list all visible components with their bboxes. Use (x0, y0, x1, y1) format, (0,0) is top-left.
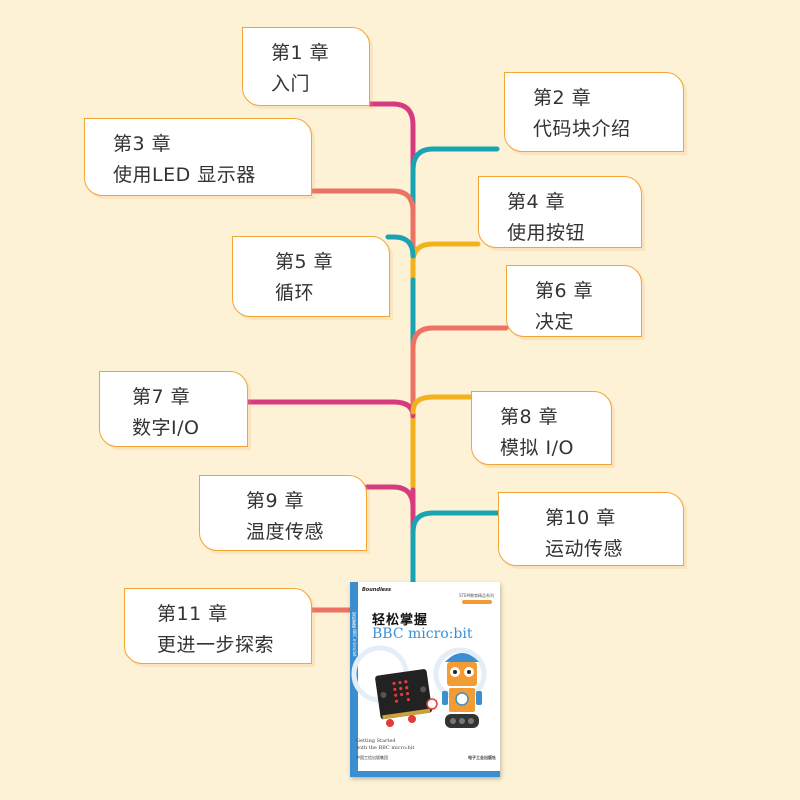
branch-ch7 (248, 402, 413, 416)
chapter-card-4: 第4 章 使用按钮 (478, 176, 642, 248)
red-button-icon (408, 715, 416, 723)
red-button-icon (386, 719, 394, 727)
book-logos: 中国工信出版集团 电子工业出版社 (356, 755, 496, 761)
chapter-title: 模拟 I/O (500, 433, 611, 464)
chapter-number: 第6 章 (535, 276, 641, 307)
chapter-title: 入门 (271, 69, 369, 100)
branch-ch8 (413, 397, 471, 412)
chapter-card-3: 第3 章 使用LED 显示器 (84, 118, 312, 196)
chapter-number: 第7 章 (132, 382, 247, 413)
branch-ch3 (312, 191, 413, 211)
branch-ch9 (367, 487, 413, 507)
chapter-number: 第8 章 (500, 402, 611, 433)
chapter-title: 使用LED 显示器 (113, 160, 311, 191)
chapter-card-5: 第5 章 循环 (232, 236, 390, 317)
chapter-title: 数字I/O (132, 413, 247, 444)
branch-ch4 (413, 244, 478, 262)
branch-ch1 (370, 104, 413, 125)
chapter-title: 温度传感 (246, 517, 366, 548)
caption-line-1: Getting Started (356, 738, 414, 745)
chapter-title: 运动传感 (545, 534, 683, 565)
chapter-card-1: 第1 章 入门 (242, 27, 370, 106)
book-caption: Getting Started with the BBC micro:bit (356, 738, 414, 752)
chapter-title: 决定 (535, 307, 641, 338)
chapter-title: 更进一步探索 (157, 630, 311, 661)
caption-line-2: with the BBC micro:bit (356, 745, 414, 752)
microbit-board-icon (375, 669, 433, 720)
logo-left: 中国工信出版集团 (356, 755, 388, 760)
chapter-card-9: 第9 章 温度传感 (199, 475, 367, 551)
chapter-number: 第1 章 (271, 38, 369, 69)
branch-ch6 (413, 328, 506, 348)
chapter-card-8: 第8 章 模拟 I/O (471, 391, 612, 465)
chapter-number: 第5 章 (275, 247, 389, 278)
branch-ch10 (413, 513, 498, 532)
chapter-title: 使用按钮 (507, 218, 641, 249)
chapter-card-2: 第2 章 代码块介绍 (504, 72, 684, 152)
chapter-number: 第3 章 (113, 129, 311, 160)
branch-ch2 (413, 149, 497, 170)
chapter-card-7: 第7 章 数字I/O (99, 371, 248, 447)
chapter-number: 第11 章 (157, 599, 311, 630)
chapter-number: 第4 章 (507, 187, 641, 218)
chapter-card-10: 第10 章 运动传感 (498, 492, 684, 566)
chapter-card-11: 第11 章 更进一步探索 (124, 588, 312, 664)
chapter-number: 第10 章 (545, 503, 683, 534)
chapter-card-6: 第6 章 决定 (506, 265, 642, 337)
book-cover: 轻松掌握 BBC micro:bit Boundless STEM教育精品系列 … (350, 582, 500, 777)
chapter-title: 代码块介绍 (533, 114, 683, 145)
branch-ch5 (388, 237, 413, 256)
logo-right: 电子工业出版社 (468, 755, 496, 761)
chapter-title: 循环 (275, 278, 389, 309)
white-button-icon (427, 699, 437, 709)
chapter-number: 第9 章 (246, 486, 366, 517)
chapter-number: 第2 章 (533, 83, 683, 114)
book-bottom-bar (350, 771, 500, 777)
